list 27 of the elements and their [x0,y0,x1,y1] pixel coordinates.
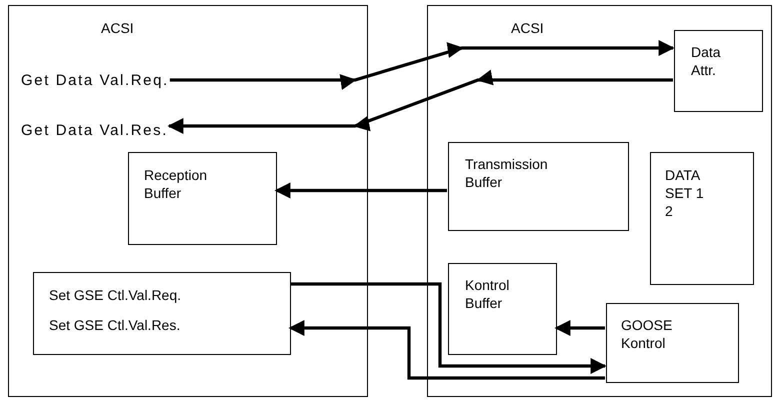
message-label: Get Data Val.Res. [21,122,168,140]
box-label: Data Attr. [691,43,722,79]
box-label: DATA SET 1 2 [665,166,705,220]
arrow [288,320,605,380]
arrow [554,320,605,336]
panel-box [8,5,368,397]
arrow [168,70,673,134]
process-box [606,303,739,383]
process-box [674,30,763,112]
process-box [128,152,277,245]
process-box [448,263,557,355]
message-label: Get Data Val.Req. [21,72,169,90]
arrow [170,40,674,90]
arrow [290,282,607,374]
box-label: Set GSE Ctl.Val.Req. [49,286,182,304]
arrow [274,182,447,198]
panel-heading: ACSI [511,19,544,37]
panel-box [427,5,772,397]
box-label: Set GSE Ctl.Val.Res. [49,316,180,334]
process-box [33,272,291,355]
box-label: Transmission Buffer [465,155,549,191]
panel-heading: ACSI [101,19,134,37]
box-label: Reception Buffer [144,166,208,202]
box-label: GOOSE Kontrol [621,316,674,352]
process-box [448,142,629,231]
box-label: Kontrol Buffer [465,276,510,312]
process-box [650,152,754,285]
